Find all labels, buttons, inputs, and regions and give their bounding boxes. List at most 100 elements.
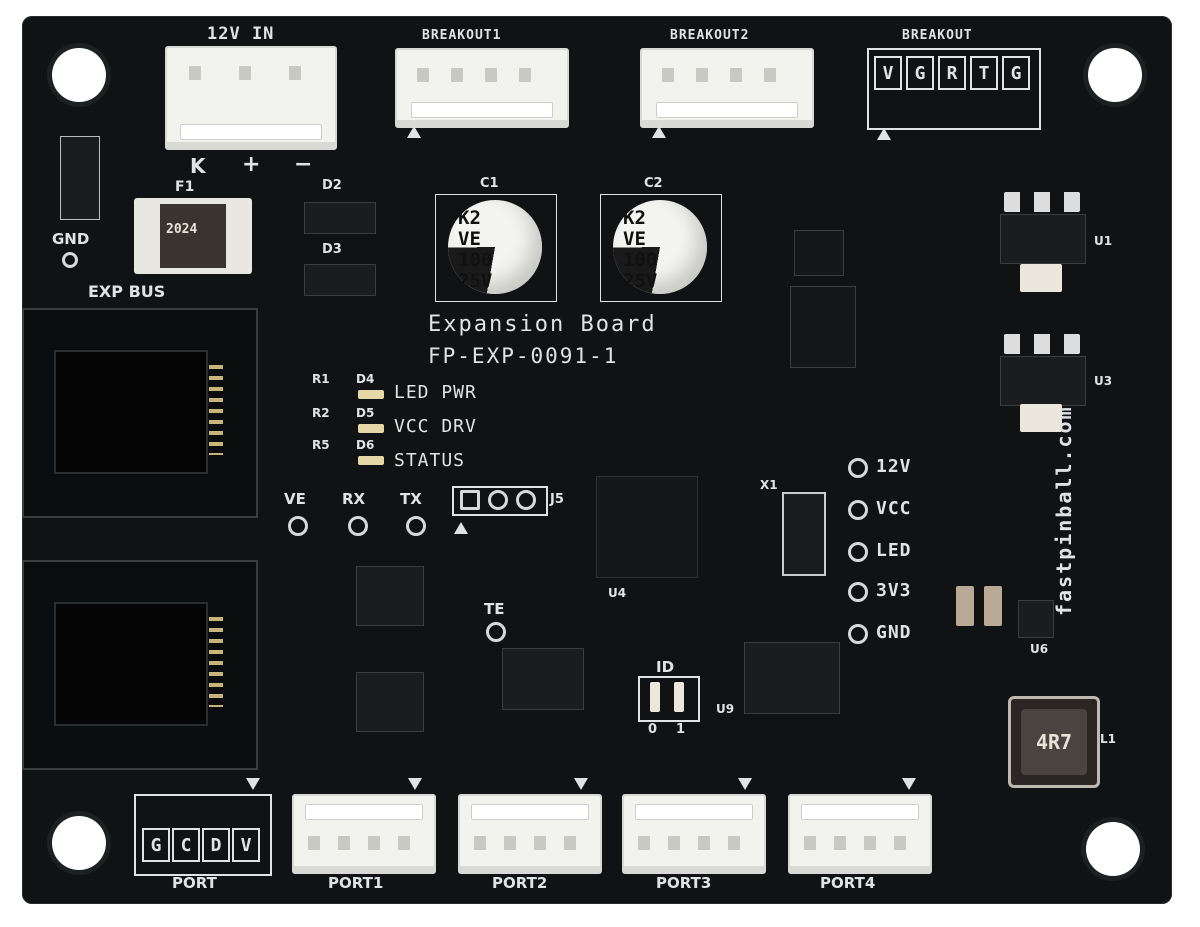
- mcu-u4-label: U4: [608, 586, 627, 600]
- breakout-pin1-marker: [877, 128, 891, 140]
- regulator-u1-label: U1: [1094, 234, 1113, 248]
- port4-connector: [788, 794, 932, 874]
- led-d4-label: D4: [356, 372, 375, 386]
- led-d5-label: D5: [356, 406, 375, 420]
- inductor-l1-label: L1: [1100, 732, 1116, 746]
- cap-c2-label: C2: [644, 176, 663, 191]
- led-d4: [358, 390, 384, 399]
- crystal-x1-label: X1: [760, 478, 778, 492]
- port-pin-g: G: [142, 828, 170, 862]
- led-r1-label: R1: [312, 372, 330, 386]
- test-pad-3v3-label: 3V3: [876, 580, 912, 601]
- port1-connector: [292, 794, 436, 874]
- port3-connector: [622, 794, 766, 874]
- driver-ic-u8: [502, 648, 584, 710]
- mcu-u4: [596, 476, 698, 578]
- test-pad-12v-label: 12V: [876, 456, 912, 477]
- port3-pin1-marker: [738, 778, 752, 790]
- fuse-label: F1: [175, 179, 195, 195]
- header-j5-pin2: [488, 490, 508, 510]
- breakout1-label: BREAKOUT1: [422, 28, 502, 43]
- mounting-hole-top-right: [1088, 48, 1142, 102]
- port4-pin1-marker: [902, 778, 916, 790]
- exp-bus-label: EXP BUS: [88, 282, 166, 301]
- cap-c1-mark-2: VE: [458, 228, 481, 250]
- ic-u6-label: U6: [1030, 642, 1049, 656]
- crystal-x1: [782, 492, 826, 576]
- capacitor-c25: [984, 586, 1002, 626]
- test-pad-te: [486, 622, 506, 642]
- breakout2-label: BREAKOUT2: [670, 28, 750, 43]
- test-pad-tx: [406, 516, 426, 536]
- regulator-u1: [1000, 214, 1086, 264]
- id-bit-0: 0: [648, 722, 658, 737]
- mounting-hole-bottom-right: [1086, 822, 1140, 876]
- rj45-jack-exp-bus-1: [22, 308, 258, 518]
- led-pwr-label: LED PWR: [394, 382, 477, 403]
- breakout-footprint: [867, 48, 1041, 130]
- test-pad-tx-label: TX: [400, 490, 422, 508]
- cap-c1-outline: [435, 194, 557, 302]
- breakout2-connector: [640, 48, 814, 128]
- regulator-u1-tab: [1020, 264, 1062, 292]
- id-jumper-outline: [638, 676, 700, 722]
- driver-ic-u5: [356, 566, 424, 626]
- cap-c2-mark-1: K2: [623, 207, 646, 229]
- inductor-l1: 4R7: [1008, 696, 1100, 788]
- breakout1-connector: [395, 48, 569, 128]
- test-pad-vcc-label: VCC: [876, 498, 912, 519]
- led-d5: [358, 424, 384, 433]
- power-pin-minus: −: [294, 152, 313, 177]
- test-pad-led-label: LED: [876, 540, 912, 561]
- board-title: Expansion Board: [428, 312, 657, 337]
- diode-d3-label: D3: [322, 242, 342, 257]
- capacitor-c1: K2 VE 100 25V: [440, 192, 550, 302]
- id-label: ID: [656, 658, 675, 676]
- diode-d3: [304, 264, 376, 296]
- breakout1-pin1-marker: [407, 126, 421, 138]
- test-pad-ve-label: VE: [284, 490, 306, 508]
- power-label: 12V IN: [207, 24, 275, 44]
- board-part-number: FP-EXP-0091-1: [428, 344, 619, 368]
- id-bit-1: 1: [676, 722, 686, 737]
- id-jumper-0: [650, 682, 660, 712]
- cap-c1-mark-1: K2: [458, 207, 481, 229]
- cap-c1-mark-3: 100: [458, 249, 493, 271]
- led-r5-label: R5: [312, 438, 330, 452]
- header-j5-label: J5: [550, 492, 564, 507]
- test-pad-rx-label: RX: [342, 490, 366, 508]
- port-label: PORT: [172, 874, 217, 892]
- capacitor-c2: K2 VE 100 25V: [605, 192, 715, 302]
- ic-u9: [744, 642, 840, 714]
- port4-label: PORT4: [820, 874, 876, 892]
- rj45-jack-exp-bus-2: [22, 560, 258, 770]
- fuse-code: 2024: [166, 222, 198, 237]
- cap-c1-label: C1: [480, 176, 499, 191]
- status-label: STATUS: [394, 450, 466, 471]
- test-pad-12v: [848, 458, 868, 478]
- regulator-u3-pins: [1004, 334, 1080, 354]
- breakout-pin-g2: G: [1002, 56, 1030, 90]
- ic-u2: [790, 286, 856, 368]
- port2-connector: [458, 794, 602, 874]
- port2-pin1-marker: [574, 778, 588, 790]
- regulator-u1-pins: [1004, 192, 1080, 212]
- breakout-pin-r: R: [938, 56, 966, 90]
- test-pad-vcc: [848, 500, 868, 520]
- breakout2-pin1-marker: [652, 126, 666, 138]
- header-j5-pin3: [516, 490, 536, 510]
- header-j5-pin1-marker: [454, 522, 468, 534]
- mounting-hole-bottom-left: [52, 816, 106, 870]
- mounting-hole-top-left: [52, 48, 106, 102]
- capacitor-c24: [956, 586, 974, 626]
- breakout-pin-t: T: [970, 56, 998, 90]
- gnd-test-pad: [62, 252, 78, 268]
- diode-d2-label: D2: [322, 178, 342, 193]
- ic-u6: [1018, 600, 1054, 638]
- led-r2-label: R2: [312, 406, 330, 420]
- cap-c2-outline: [600, 194, 722, 302]
- header-j5-pin1: [460, 490, 480, 510]
- diode-d1: [60, 136, 100, 220]
- port3-label: PORT3: [656, 874, 712, 892]
- port-pin-v: V: [232, 828, 260, 862]
